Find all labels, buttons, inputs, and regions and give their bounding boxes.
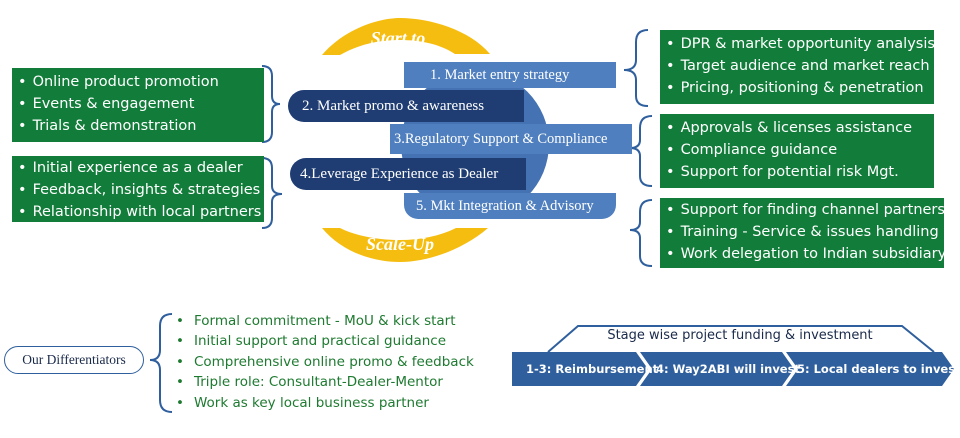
right-box-1-item: Pricing, positioning & penetration xyxy=(666,77,928,99)
funding-title: Stage wise project funding & investment xyxy=(607,328,873,343)
left-box-2-item: Relationship with local partners xyxy=(18,201,262,223)
left-box-1-item: Trials & demonstration xyxy=(18,115,258,137)
stage-label-5: 5. Mkt Integration & Advisory xyxy=(416,197,594,214)
differentiators-pill: Our Differentiators xyxy=(4,346,144,374)
differentiator-item: Initial support and practical guidance xyxy=(176,331,474,351)
right-box-2-item: Support for potential risk Mgt. xyxy=(666,161,928,183)
stage-band-4: 4.Leverage Experience as Dealer xyxy=(290,158,526,190)
left-bracket-1 xyxy=(261,65,281,143)
funding-step-1: 1-3: Reimbursement xyxy=(526,362,659,376)
differentiator-item: Formal commitment - MoU & kick start xyxy=(176,311,474,331)
right-box-regulatory: Approvals & licenses assistance Complian… xyxy=(660,114,934,188)
right-box-3-item: Training - Service & issues handling xyxy=(666,221,939,243)
funding-arrow-frame xyxy=(547,325,935,353)
stage-band-5: 5. Mkt Integration & Advisory xyxy=(404,193,616,219)
funding-step-2: 4: Way2ABI will invest xyxy=(656,362,800,376)
differentiators-label: Our Differentiators xyxy=(22,352,126,367)
differentiator-item: Comprehensive online promo & feedback xyxy=(176,352,474,372)
left-box-2-item: Initial experience as a dealer xyxy=(18,157,258,179)
stage-label-3: 3.Regulatory Support & Compliance xyxy=(394,130,608,147)
stage-band-3: 3.Regulatory Support & Compliance xyxy=(390,124,632,154)
left-box-2-item: Feedback, insights & strategies xyxy=(18,179,261,201)
top-gold-arc xyxy=(322,18,490,55)
funding-chevron-1 xyxy=(512,352,648,386)
differentiator-item: Triple role: Consultant-Dealer-Mentor xyxy=(176,372,474,392)
left-box-dealer: Initial experience as a dealer Feedback,… xyxy=(12,156,264,222)
funding-chevron-2 xyxy=(640,352,794,386)
left-box-1-item: Events & engagement xyxy=(18,93,258,115)
right-box-1-item: DPR & market opportunity analysis xyxy=(666,33,935,55)
bottom-gold-arc xyxy=(322,228,488,262)
right-box-strategy: DPR & market opportunity analysis Target… xyxy=(660,30,935,104)
funding-step-3: 5: Local dealers to invest xyxy=(797,362,960,376)
stage-label-2: 2. Market promo & awareness xyxy=(302,97,485,114)
left-box-1-item: Online product promotion xyxy=(18,71,258,93)
right-box-1-item: Target audience and market reach xyxy=(666,55,930,77)
funding-chevron-3 xyxy=(786,352,954,386)
right-bracket-1 xyxy=(623,29,649,107)
right-bracket-2 xyxy=(629,115,653,187)
scale-up-label: Scale-Up xyxy=(366,234,434,254)
stage-label-4: 4.Leverage Experience as Dealer xyxy=(300,165,499,182)
differentiators-bracket xyxy=(149,313,173,413)
differentiators-list: Formal commitment - MoU & kick start Ini… xyxy=(176,311,474,413)
right-box-3-item: Work delegation to Indian subsidiary xyxy=(666,243,947,265)
right-box-integration: Support for finding channel partners Tra… xyxy=(660,198,947,268)
differentiator-item: Work as key local business partner xyxy=(176,393,474,413)
right-box-3-item: Support for finding channel partners xyxy=(666,199,945,221)
start-to-label: Start to xyxy=(370,28,426,48)
right-bracket-3 xyxy=(629,199,653,267)
stage-label-1: 1. Market entry strategy xyxy=(430,66,570,83)
right-box-2-item: Compliance guidance xyxy=(666,139,928,161)
stage-band-2: 2. Market promo & awareness xyxy=(288,90,524,122)
left-box-promo: Online product promotion Events & engage… xyxy=(12,68,264,142)
left-bracket-2 xyxy=(261,157,283,229)
right-box-2-item: Approvals & licenses assistance xyxy=(666,117,928,139)
stage-band-1: 1. Market entry strategy xyxy=(404,62,616,88)
